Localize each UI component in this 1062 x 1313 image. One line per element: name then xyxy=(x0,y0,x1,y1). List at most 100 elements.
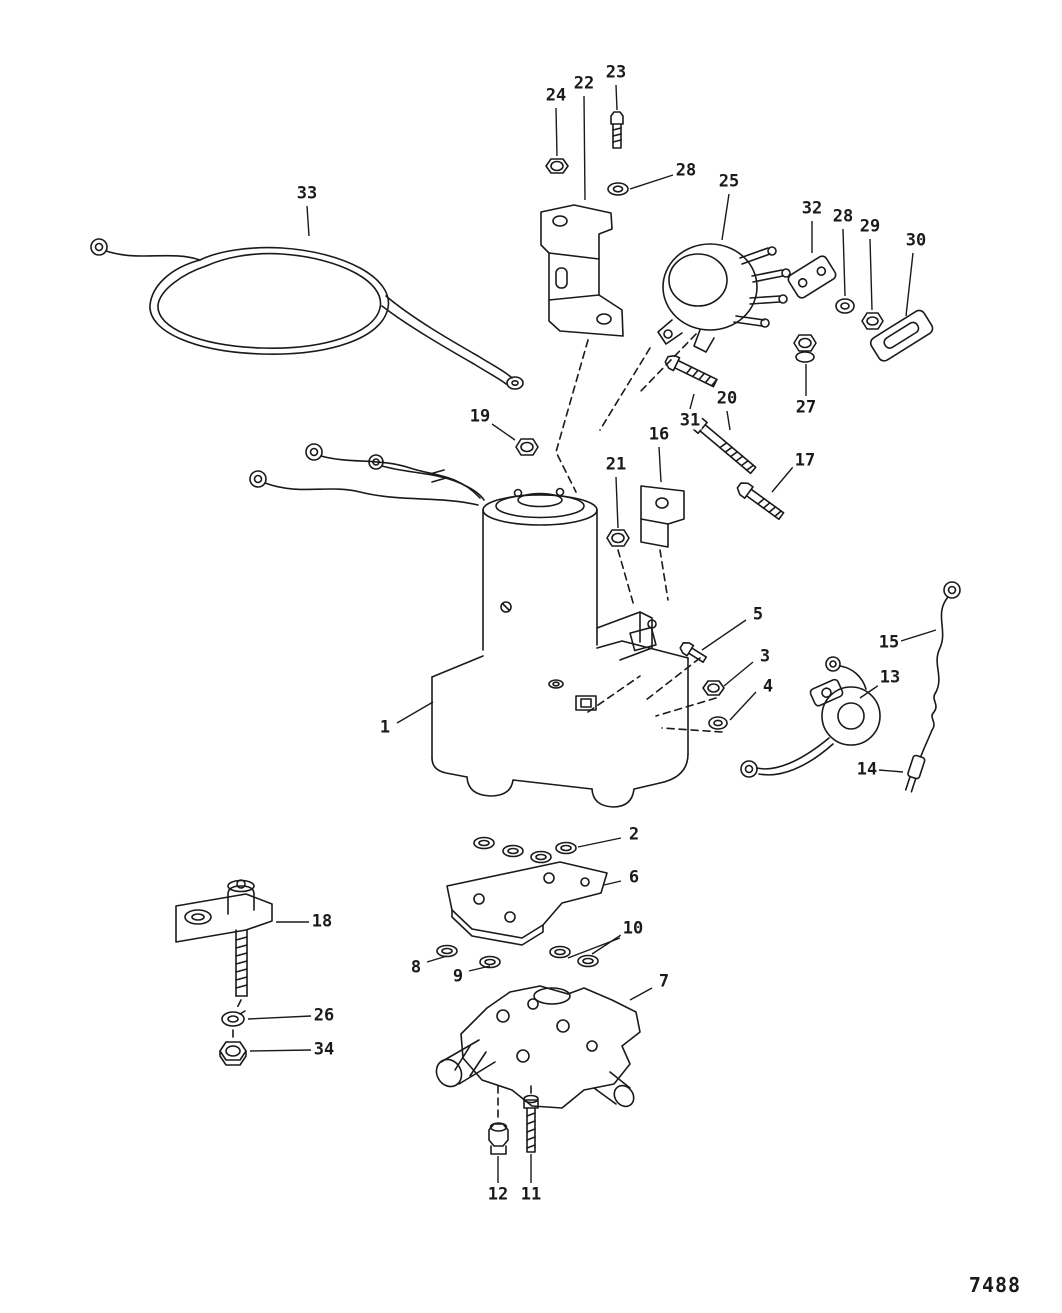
callout-21: 21 xyxy=(603,454,629,475)
leader-line-25 xyxy=(721,193,730,241)
assembly-alignment-lines xyxy=(233,334,722,1120)
washer-26-part xyxy=(222,1011,245,1026)
callout-28: 28 xyxy=(830,206,856,227)
leader-line-2 xyxy=(577,837,622,848)
leader-line-15 xyxy=(900,629,937,642)
leader-line-9 xyxy=(468,965,491,972)
limit-switch-part xyxy=(176,880,272,996)
trim-sender-part xyxy=(741,657,880,777)
leader-line-16 xyxy=(658,446,662,483)
plate-32-part xyxy=(786,254,837,299)
callout-27: 27 xyxy=(793,397,819,418)
leader-line-31 xyxy=(689,393,695,410)
callout-15: 15 xyxy=(876,632,902,653)
callout-20: 20 xyxy=(714,388,740,409)
callout-3: 3 xyxy=(757,646,773,667)
leader-line-23 xyxy=(615,84,618,111)
leader-line-6 xyxy=(603,880,622,886)
callout-9: 9 xyxy=(450,966,466,987)
callout-31: 31 xyxy=(677,410,703,431)
bolt-31-part xyxy=(664,353,719,389)
callout-25: 25 xyxy=(716,171,742,192)
leader-line-30 xyxy=(905,252,914,317)
leader-line-28 xyxy=(842,228,846,297)
callout-33: 33 xyxy=(294,183,320,204)
leader-line-33 xyxy=(306,205,310,237)
orings-8-9-10-part xyxy=(437,946,598,968)
callout-7: 7 xyxy=(656,971,672,992)
callout-10: 10 xyxy=(620,918,646,939)
callout-34: 34 xyxy=(311,1039,337,1060)
leader-line-8 xyxy=(426,955,448,963)
nut-19-part xyxy=(516,439,538,455)
leader-line-10 xyxy=(567,937,621,959)
callout-12: 12 xyxy=(485,1184,511,1205)
plug-12-part xyxy=(489,1123,508,1154)
bracket-16-part xyxy=(641,486,684,547)
bolt-5-part xyxy=(679,640,708,664)
leader-line-20 xyxy=(726,410,731,431)
leader-line-5 xyxy=(701,619,747,651)
callout-16: 16 xyxy=(646,424,672,445)
callout-2: 2 xyxy=(626,824,642,845)
callout-29: 29 xyxy=(857,216,883,237)
motor-wires xyxy=(250,444,484,505)
nut-21-part xyxy=(607,530,629,546)
leader-line-14 xyxy=(878,769,904,773)
solenoid-part xyxy=(658,244,790,352)
callout-18: 18 xyxy=(309,911,335,932)
washer-4-part xyxy=(709,717,727,729)
callout-30: 30 xyxy=(903,230,929,251)
cable-15-part xyxy=(903,582,960,793)
callout-4: 4 xyxy=(760,676,776,697)
washer-28a-part xyxy=(608,183,628,195)
nut-27-part xyxy=(794,335,816,362)
washer-28b-part xyxy=(836,299,854,313)
reservoir-part xyxy=(432,612,688,807)
leader-line-10 xyxy=(591,934,622,955)
callout-5: 5 xyxy=(750,604,766,625)
leader-line-7 xyxy=(629,987,653,1001)
leader-line-17 xyxy=(771,466,794,493)
leader-line-29 xyxy=(869,238,873,311)
leader-line-21 xyxy=(615,476,619,529)
leader-line-34 xyxy=(249,1049,312,1052)
leader-line-3 xyxy=(723,661,754,687)
nut-24-part xyxy=(546,159,568,173)
nut-34-part xyxy=(220,1042,246,1065)
leader-line-22 xyxy=(583,95,586,201)
callout-1: 1 xyxy=(377,717,393,738)
adapter-plate-part xyxy=(447,862,607,945)
figure-number: 7488 xyxy=(968,1273,1022,1297)
callout-6: 6 xyxy=(626,867,642,888)
callout-17: 17 xyxy=(792,450,818,471)
callout-23: 23 xyxy=(603,62,629,83)
nut-29-part xyxy=(862,313,883,329)
bolt-23-part xyxy=(611,112,623,148)
callout-24: 24 xyxy=(543,85,569,106)
nut-3-part xyxy=(703,681,724,695)
callout-28: 28 xyxy=(673,160,699,181)
ground-cable xyxy=(91,239,523,389)
leader-line-28 xyxy=(629,174,674,190)
leader-line-24 xyxy=(555,107,558,157)
callout-8: 8 xyxy=(408,957,424,978)
callout-32: 32 xyxy=(799,198,825,219)
pump-motor-part xyxy=(483,489,597,651)
leader-line-19 xyxy=(491,423,516,441)
mounting-bracket xyxy=(541,205,623,336)
callout-13: 13 xyxy=(877,667,903,688)
callout-14: 14 xyxy=(854,759,880,780)
orings-2-part xyxy=(474,838,576,863)
callout-22: 22 xyxy=(571,73,597,94)
callout-11: 11 xyxy=(518,1184,544,1205)
leader-line-13 xyxy=(859,684,880,699)
plate-30-part xyxy=(868,308,934,363)
callout-26: 26 xyxy=(311,1005,337,1026)
leader-line-26 xyxy=(247,1015,312,1020)
manifold-part xyxy=(432,986,640,1110)
callout-19: 19 xyxy=(467,406,493,427)
